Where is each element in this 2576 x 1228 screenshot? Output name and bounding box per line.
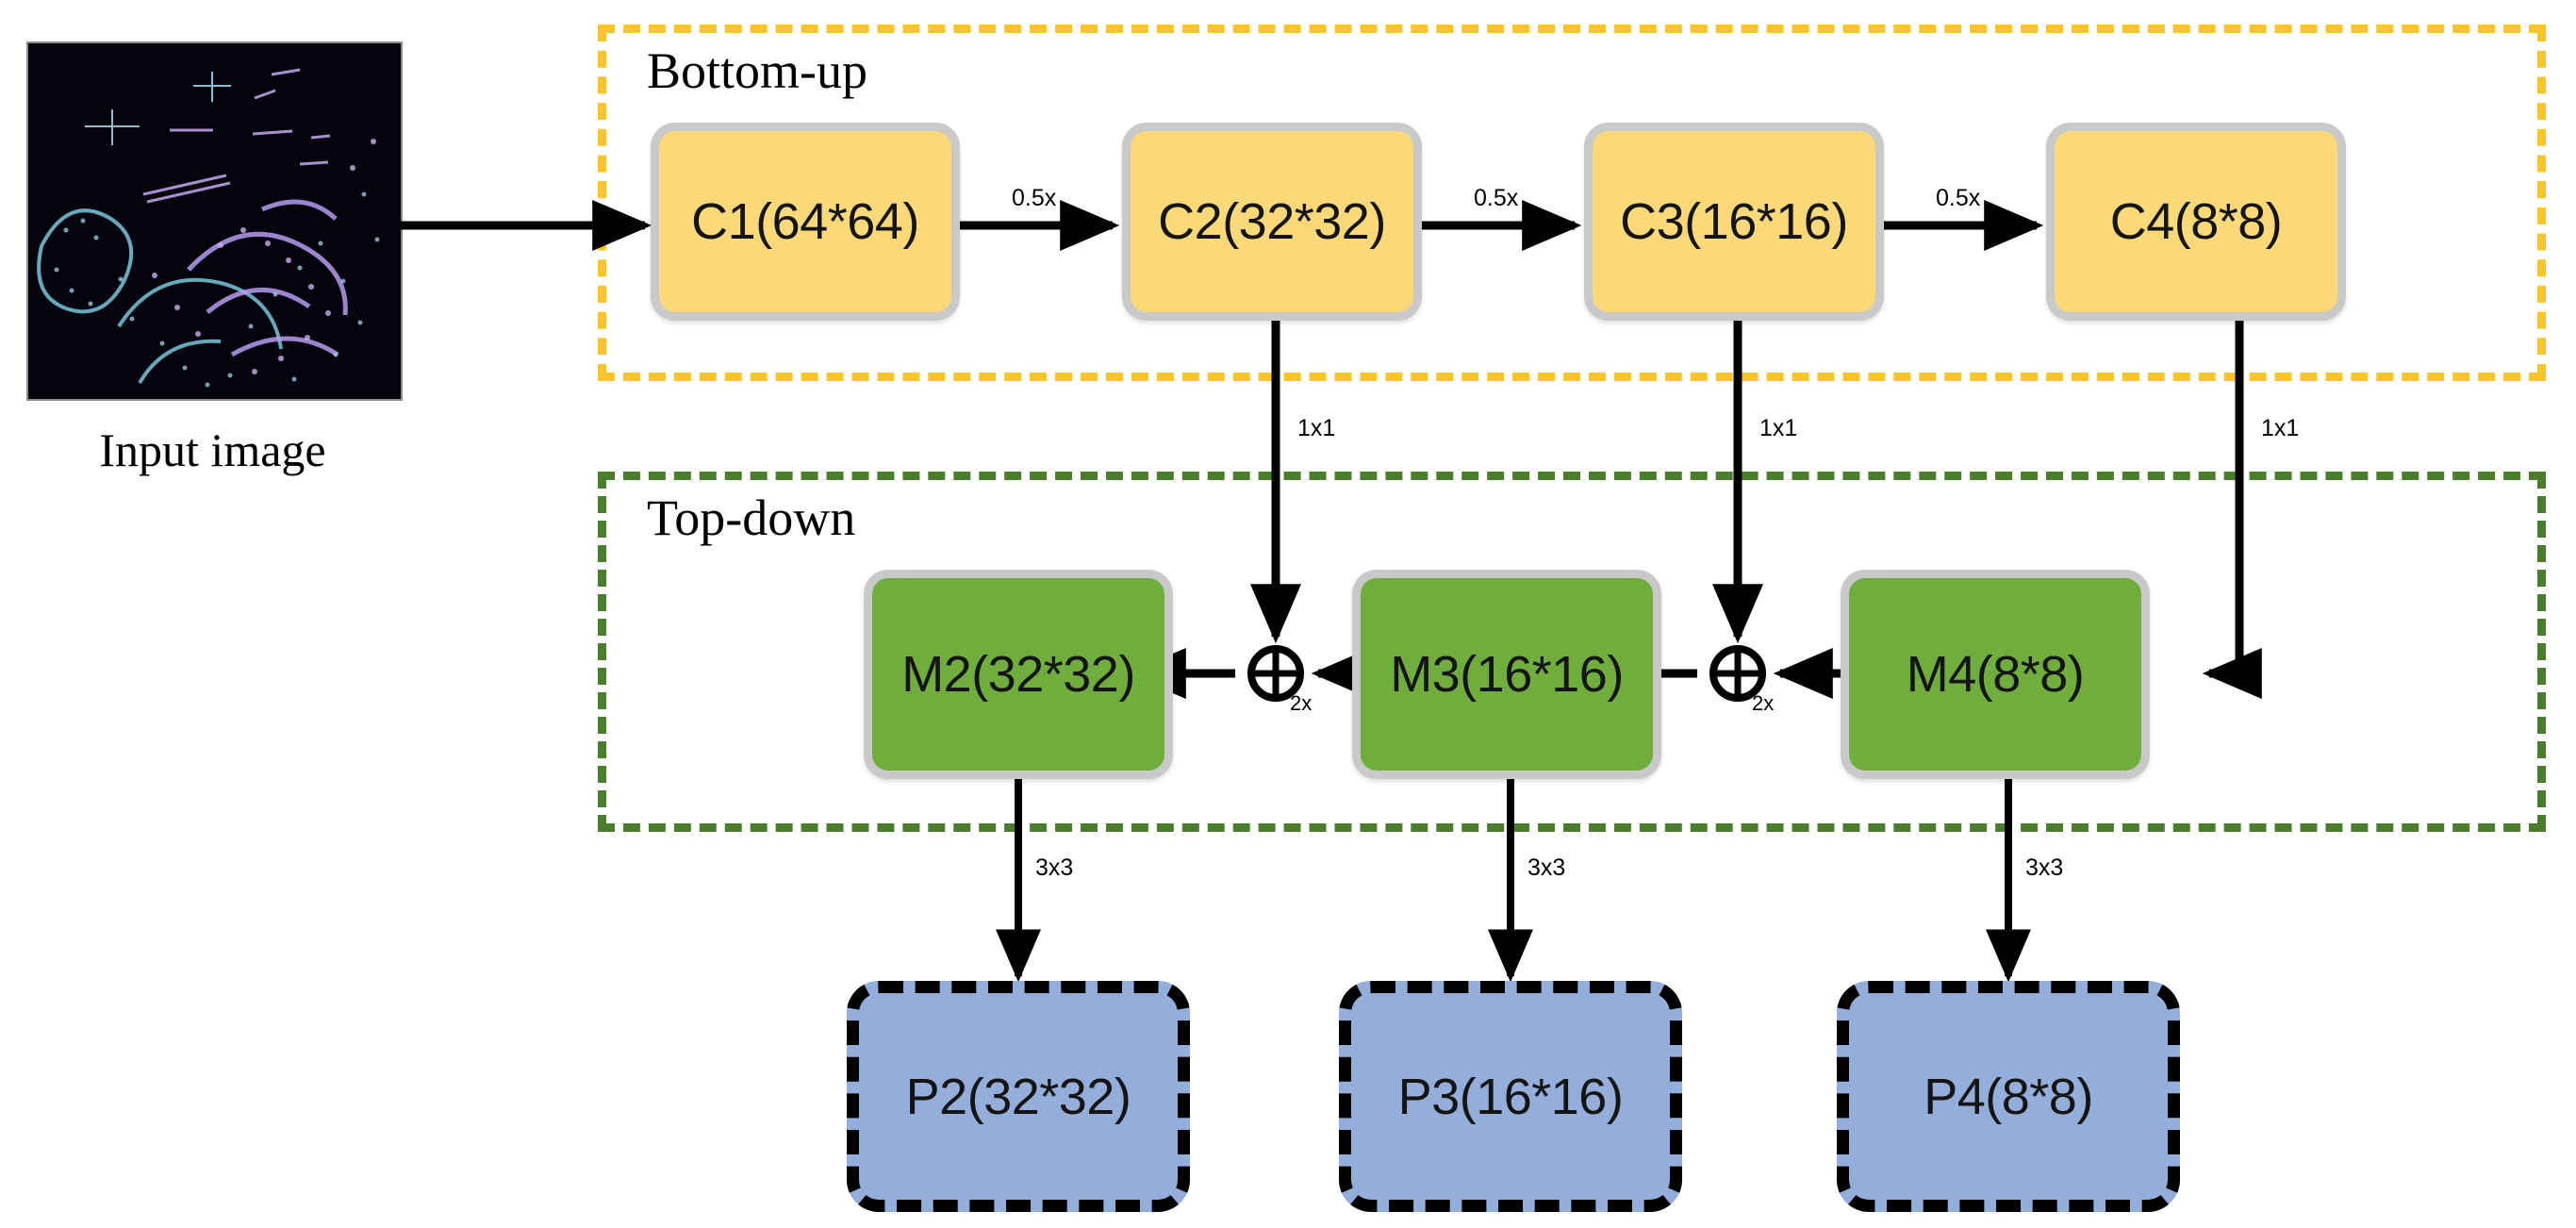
input-image-caption: Input image xyxy=(99,423,326,476)
edge-label-lateral-1: 1x1 xyxy=(1297,415,1336,441)
group-top-down xyxy=(598,472,2546,832)
edge-label-output-3: 3x3 xyxy=(2025,855,2064,881)
node-p3[interactable]: P3(16*16) xyxy=(1339,981,1682,1212)
node-c3[interactable]: C3(16*16) xyxy=(1584,123,1884,321)
node-m2[interactable]: M2(32*32) xyxy=(864,570,1173,779)
node-c4[interactable]: C4(8*8) xyxy=(2046,123,2346,321)
node-m3[interactable]: M3(16*16) xyxy=(1352,570,1661,779)
input-image-thumbnail xyxy=(26,41,403,401)
edge-label-output-2: 3x3 xyxy=(1527,855,1566,881)
edge-label-downsample-2: 0.5x xyxy=(1474,185,1519,211)
edge-label-output-1: 3x3 xyxy=(1035,855,1074,881)
group-bottom-up-label: Bottom-up xyxy=(647,42,868,99)
lidar-point-cloud-render xyxy=(28,43,401,399)
node-c1[interactable]: C1(64*64) xyxy=(651,123,960,321)
edge-label-lateral-2: 1x1 xyxy=(1759,415,1798,441)
group-top-down-label: Top-down xyxy=(647,490,856,546)
node-m4[interactable]: M4(8*8) xyxy=(1841,570,2150,779)
edge-label-upsample-2: 2x xyxy=(1752,691,1775,715)
node-c2[interactable]: C2(32*32) xyxy=(1122,123,1422,321)
edge-label-downsample-3: 0.5x xyxy=(1936,185,1981,211)
edge-label-upsample-1: 2x xyxy=(1290,691,1313,715)
edge-label-lateral-3: 1x1 xyxy=(2261,415,2300,441)
node-p4[interactable]: P4(8*8) xyxy=(1837,981,2180,1212)
edge-label-downsample-1: 0.5x xyxy=(1012,185,1057,211)
node-p2[interactable]: P2(32*32) xyxy=(847,981,1190,1212)
